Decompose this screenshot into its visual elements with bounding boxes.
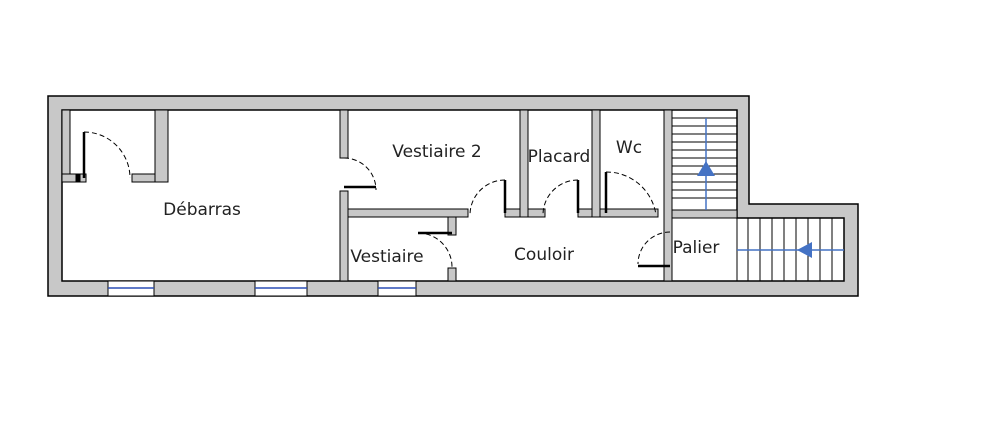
room-label-couloir: Couloir [514, 245, 574, 265]
doors [82, 131, 671, 268]
interior-walls [61, 109, 738, 282]
room-label-placard: Placard [528, 147, 591, 167]
staircase-vertical [671, 109, 738, 211]
room-label-vestiaire: Vestiaire [350, 247, 423, 267]
stair-left-arrow-icon [797, 242, 812, 258]
room-label-debarras: Débarras [163, 200, 241, 220]
room-label-palier: Palier [673, 238, 720, 258]
windows [107, 280, 417, 297]
stair-up-arrow-icon [697, 161, 715, 176]
staircase-horizontal [736, 217, 845, 282]
room-label-vestiaire-2: Vestiaire 2 [392, 142, 481, 162]
room-label-wc: Wc [616, 138, 642, 158]
